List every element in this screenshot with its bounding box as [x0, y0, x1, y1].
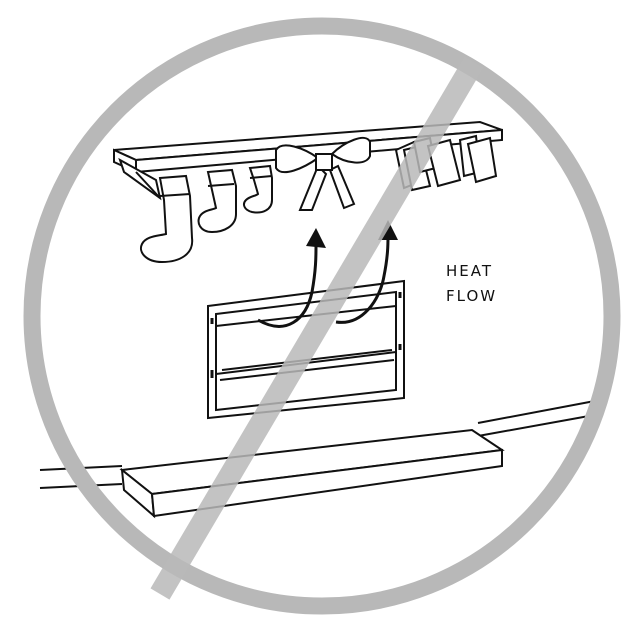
heat-flow-label-line2: FLOW — [446, 287, 498, 305]
stocking-icon — [140, 174, 194, 264]
stocking-icon — [243, 164, 273, 214]
bow-icon — [275, 136, 371, 211]
mantel-shelf — [113, 120, 503, 201]
heat-flow-label-line1: HEAT — [446, 262, 494, 280]
stockings — [140, 164, 273, 264]
heat-flow-arrow-icon — [257, 235, 390, 328]
hearth — [119, 428, 505, 519]
no-symbol-icon — [23, 17, 621, 615]
stocking-icon — [197, 168, 237, 234]
